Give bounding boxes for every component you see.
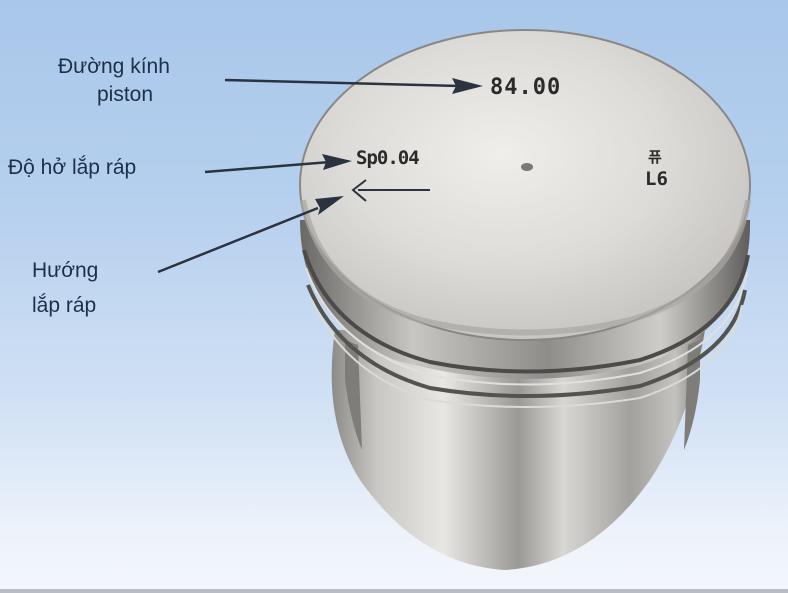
label-clearance: Độ hở lắp ráp: [8, 156, 137, 179]
label-direction-line2: lắp ráp: [32, 294, 97, 317]
label-diameter-line2: piston: [97, 83, 154, 106]
arrow-direction-mark: [351, 179, 430, 202]
bottom-border: [0, 589, 788, 593]
arrow-direction: [157, 196, 344, 274]
stamp-code-top: 퓨: [648, 148, 662, 166]
crown-center-mark: [521, 163, 533, 171]
label-direction-line1: Hướng: [32, 259, 99, 282]
label-diameter-line1: Đường kính: [58, 55, 170, 78]
stamp-code-bottom: L6: [645, 168, 668, 190]
arrow-diameter: [224, 78, 483, 94]
stamp-clearance-value: Sp0.04: [356, 147, 420, 169]
arrow-clearance: [204, 154, 352, 174]
piston-crown: [300, 30, 750, 340]
stamp-diameter-value: 84.00: [490, 75, 562, 100]
